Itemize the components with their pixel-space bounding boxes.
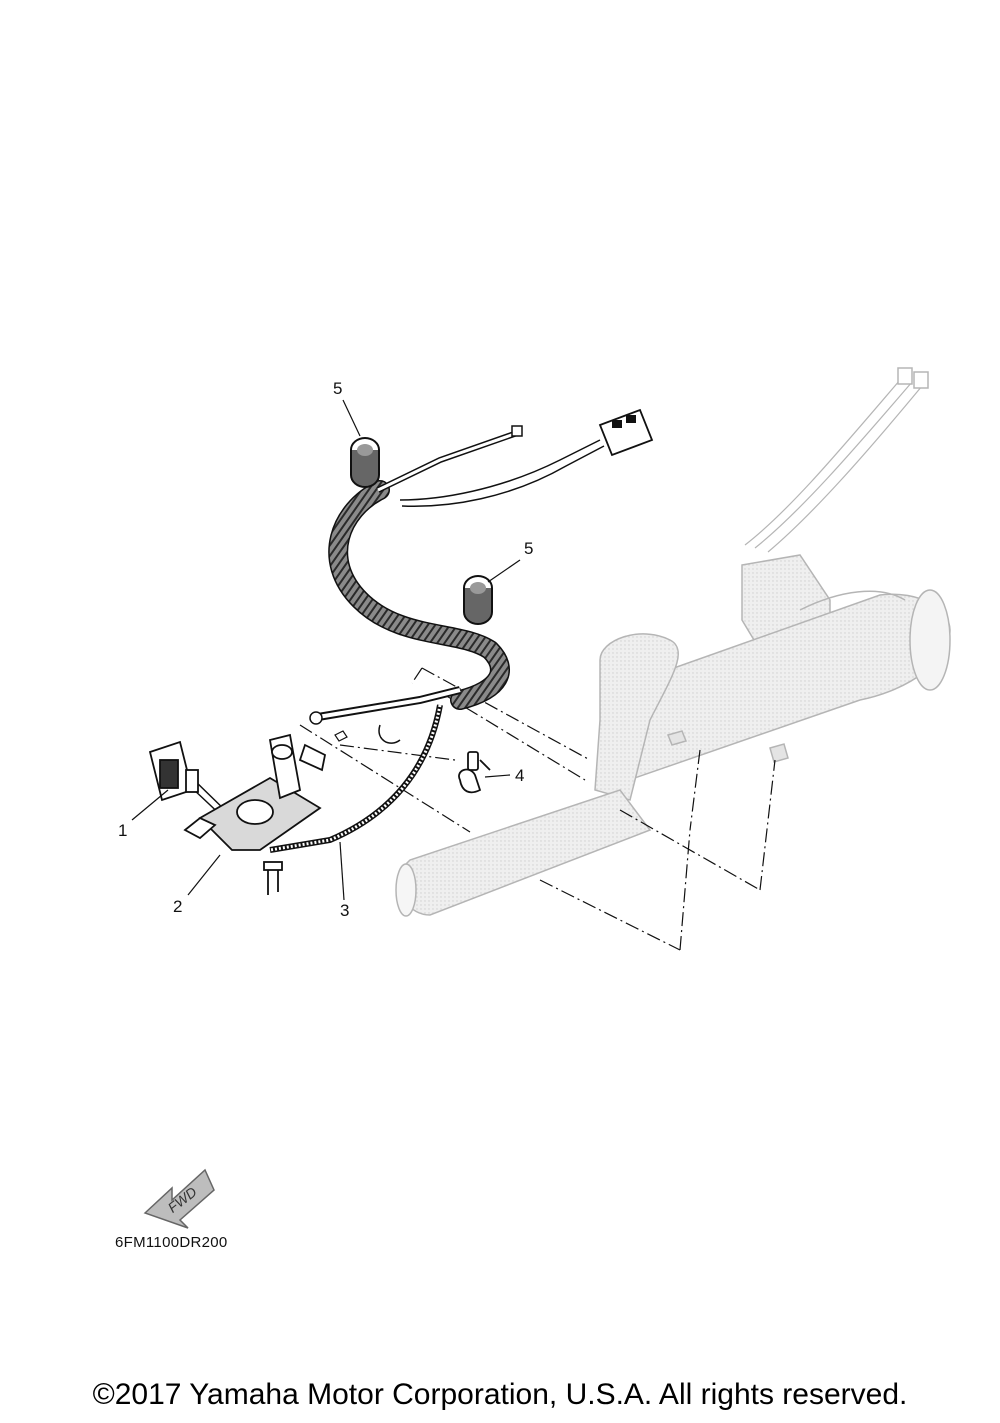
- callout-4: 4: [515, 766, 524, 785]
- fwd-arrow: FWD: [143, 1168, 215, 1229]
- wire-clip: [458, 751, 491, 794]
- leader-lines: [131, 399, 521, 901]
- callout-1: 1: [118, 821, 127, 840]
- callout-3: 3: [340, 901, 349, 920]
- assembly-lines: [299, 667, 776, 951]
- diagram-code: 6FM1100DR200: [115, 1234, 228, 1251]
- wire-harness: [269, 408, 654, 853]
- callout-2: 2: [173, 897, 182, 916]
- band-clamp-upper: [350, 437, 380, 488]
- copyright-notice: ©2017 Yamaha Motor Corporation, U.S.A. A…: [92, 1378, 908, 1411]
- connector-plug-top: [598, 408, 654, 457]
- steering-handle-ghost: [395, 367, 951, 917]
- band-clamp-lower: [463, 575, 493, 625]
- callout-5-upper: 5: [333, 379, 342, 398]
- bracket: [183, 733, 327, 895]
- callout-5-lower: 5: [524, 539, 533, 558]
- coupler: [148, 740, 231, 821]
